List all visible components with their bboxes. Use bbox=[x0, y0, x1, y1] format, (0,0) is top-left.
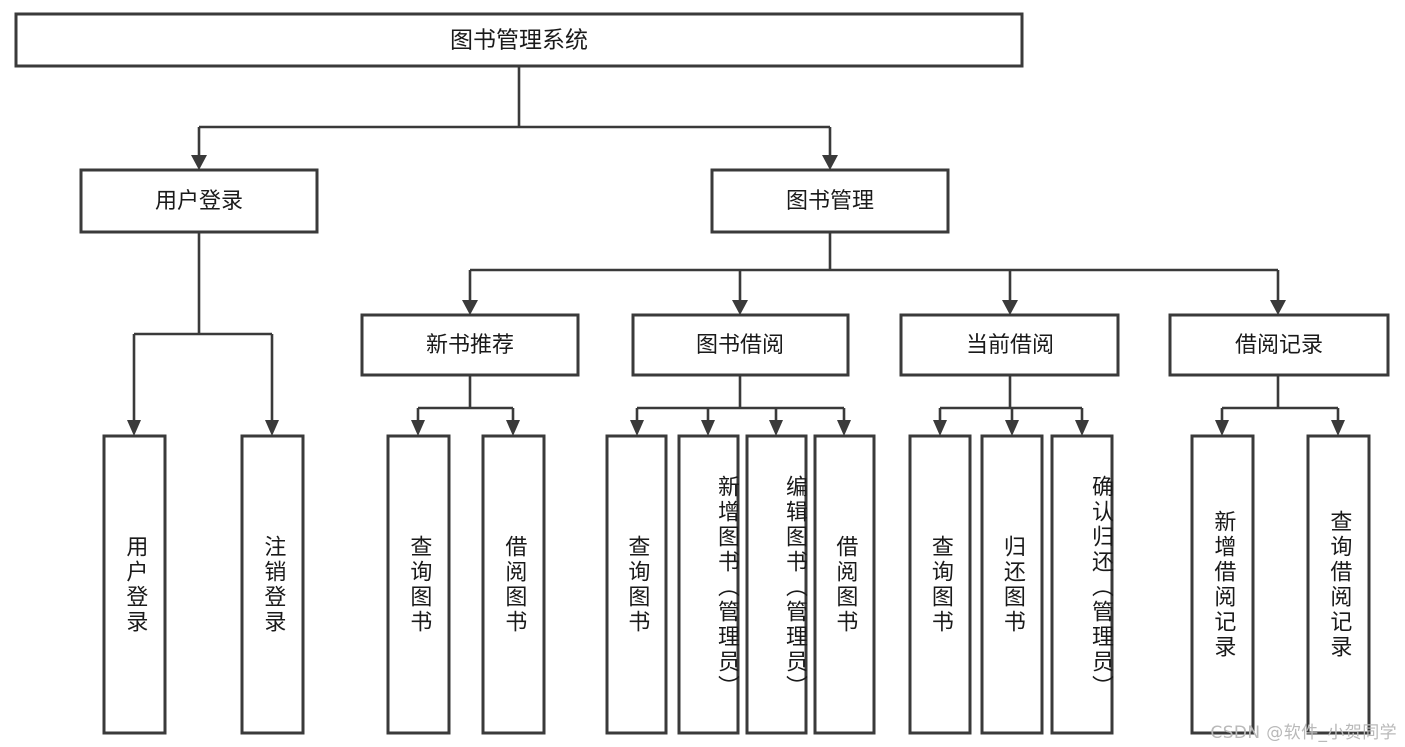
node-leaf-borrow-book-1[interactable] bbox=[481, 434, 546, 735]
node-leaf-query-book-3[interactable] bbox=[908, 434, 972, 735]
node-leaf-query-book-2[interactable] bbox=[605, 434, 668, 735]
arrow-head-leaf-add-record bbox=[1215, 420, 1229, 436]
node-user-login-label: 用户登录 bbox=[155, 189, 243, 214]
connector-layer bbox=[127, 66, 1345, 436]
arrow-head-leaf-return-book bbox=[1005, 420, 1019, 436]
node-current-borrow[interactable] bbox=[899, 313, 1120, 377]
arrow-head-leaf-add-book bbox=[701, 420, 715, 436]
node-leaf-return-book[interactable] bbox=[980, 434, 1044, 735]
arrow-head-book-manage bbox=[822, 155, 838, 170]
arrow-head-leaf-confirm-return bbox=[1075, 420, 1089, 436]
node-new-book-recommend-label: 新书推荐 bbox=[426, 333, 514, 358]
arrow-head-leaf-query-book-1 bbox=[411, 420, 425, 436]
node-leaf-edit-book[interactable] bbox=[745, 434, 808, 735]
node-borrow-record-label: 借阅记录 bbox=[1235, 333, 1323, 358]
node-current-borrow-label: 当前借阅 bbox=[966, 333, 1054, 358]
node-leaf-add-book[interactable] bbox=[677, 434, 740, 735]
node-root-label: 图书管理系统 bbox=[450, 28, 588, 54]
arrow-head-leaf-borrow-book-2 bbox=[837, 420, 851, 436]
node-new-book-recommend[interactable] bbox=[360, 313, 580, 377]
node-leaf-query-book-1[interactable] bbox=[386, 434, 451, 735]
arrow-head-borrow-record bbox=[1270, 300, 1286, 315]
node-layer: 图书管理系统 用户登录 图书管理 新书推荐 图书借阅 当前借阅 借阅记录 bbox=[14, 12, 1390, 735]
arrow-head-current-borrow bbox=[1002, 300, 1018, 315]
arrow-head-leaf-query-book-2 bbox=[630, 420, 644, 436]
arrow-head-book-borrow bbox=[732, 300, 748, 315]
watermark-text: CSDN @软件_小贺同学 bbox=[1210, 723, 1397, 743]
node-book-manage-label: 图书管理 bbox=[786, 189, 874, 214]
arrow-head-leaf-query-record bbox=[1331, 420, 1345, 436]
node-leaf-user-login[interactable] bbox=[102, 434, 167, 735]
node-leaf-user-logout[interactable] bbox=[240, 434, 305, 735]
arrow-head-new-book-recommend bbox=[462, 300, 478, 315]
node-leaf-borrow-book-2[interactable] bbox=[813, 434, 876, 735]
node-book-manage[interactable] bbox=[710, 168, 950, 234]
node-leaf-confirm-return[interactable] bbox=[1050, 434, 1114, 735]
arrow-head-leaf-user-logout bbox=[265, 420, 279, 436]
node-leaf-add-record[interactable] bbox=[1190, 434, 1255, 735]
node-borrow-record[interactable] bbox=[1168, 313, 1390, 377]
arrow-head-leaf-user-login bbox=[127, 420, 141, 436]
arrow-head-user-login bbox=[191, 155, 207, 170]
arrow-head-leaf-borrow-book-1 bbox=[506, 420, 520, 436]
node-book-borrow[interactable] bbox=[631, 313, 850, 377]
arrow-head-leaf-query-book-3 bbox=[933, 420, 947, 436]
node-leaf-query-record[interactable] bbox=[1306, 434, 1371, 735]
node-root[interactable] bbox=[14, 12, 1024, 68]
node-user-login[interactable] bbox=[79, 168, 319, 234]
node-book-borrow-label: 图书借阅 bbox=[696, 333, 784, 358]
arrow-head-leaf-edit-book bbox=[769, 420, 783, 436]
